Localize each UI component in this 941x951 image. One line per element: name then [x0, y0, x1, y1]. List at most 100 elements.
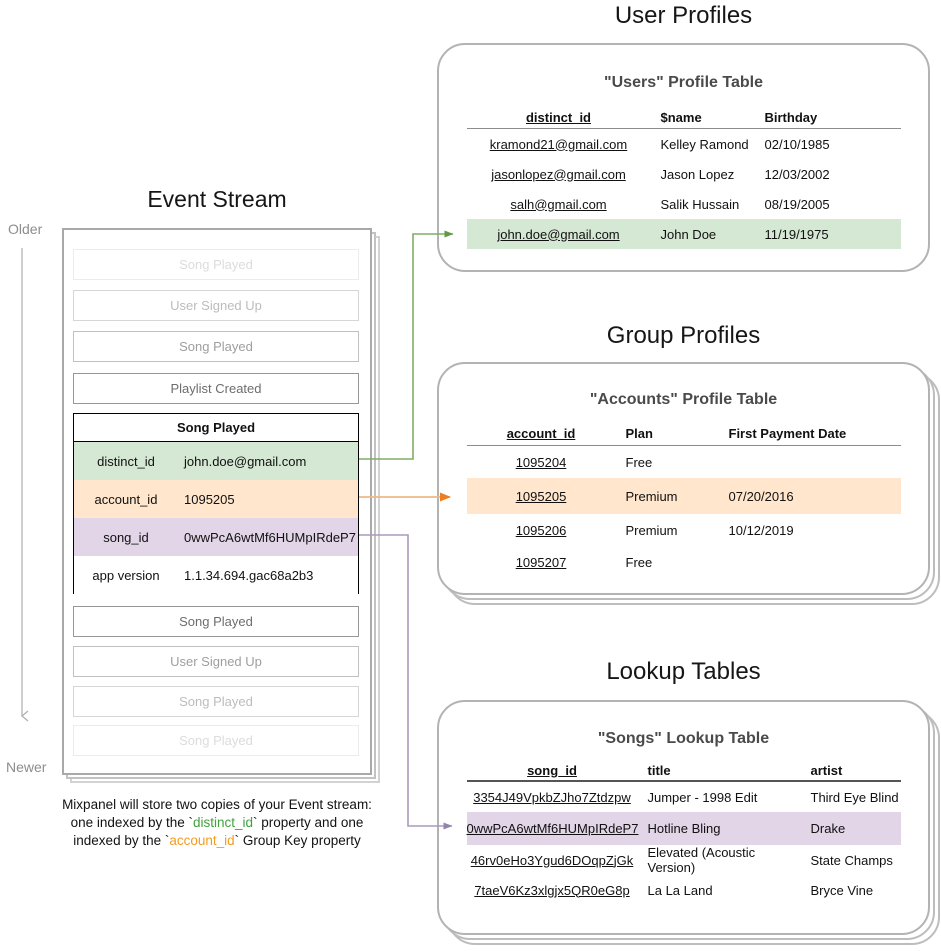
footnote-line2: one indexed by the ` [70, 815, 193, 830]
song-id-cell: 3354J49VpkbZJho7Ztdzpw [473, 789, 631, 805]
distinct-id-cell: kramond21@gmail.com [489, 136, 628, 152]
footnote-line2-end: ` property and one [253, 815, 364, 830]
birthday-cell: 08/19/2005 [764, 196, 830, 212]
name-cell: Jason Lopez [660, 166, 735, 182]
song-id-cell: 46rv0eHo3Ygud6DOqpZjGk [470, 852, 634, 868]
footnote-line3-end: ` Group Key property [234, 833, 361, 848]
name-cell: Kelley Ramond [660, 136, 749, 152]
table-row: kramond21@gmail.com Kelley Ramond 02/10/… [467, 129, 901, 159]
song-id-cell: 7taeV6Kz3xlgjx5QR0eG8p [474, 882, 630, 898]
event-item: Playlist Created [73, 373, 359, 404]
distinct-id-code: distinct_id [192, 815, 254, 830]
users-profile-card: "Users" Profile Table distinct_id $name … [437, 43, 930, 272]
column-header-account-id: account_id [506, 426, 576, 441]
event-item: Song Played [73, 249, 359, 280]
distinct-id-cell: john.doe@gmail.com [497, 226, 620, 242]
table-row-highlighted-purple: 0wwPcA6wtMf6HUMpIRdeP7 Hotline Bling Dra… [466, 812, 901, 845]
event-item: User Signed Up [73, 646, 359, 677]
songs-lookup-card: "Songs" Lookup Table song_id title artis… [437, 700, 930, 935]
column-header-song-id: song_id [527, 762, 577, 778]
event-item: Song Played [73, 331, 359, 362]
property-key: app version [92, 567, 160, 583]
lookup-tables-heading: Lookup Tables [606, 658, 761, 685]
event-item: Song Played [73, 606, 359, 637]
table-row: 1095207 Free [467, 546, 901, 578]
property-row-app-version: app version 1.1.34.694.gac68a2b3 [74, 556, 358, 594]
focused-event-name: Song Played [74, 414, 358, 442]
account-id-cell: 1095207 [515, 554, 567, 570]
account-id-cell: 1095205 [515, 488, 567, 504]
artist-cell: Bryce Vine [810, 882, 874, 898]
table-row-highlighted-orange: 1095205 Premium 07/20/2016 [466, 478, 901, 514]
group-profiles-heading: Group Profiles [606, 322, 761, 349]
account-id-cell: 1095206 [515, 522, 567, 538]
table-row: 7taeV6Kz3xlgjx5QR0eG8p La La Land Bryce … [467, 875, 901, 905]
table-row: 46rv0eHo3Ygud6DOqpZjGk Elevated (Acousti… [467, 845, 901, 875]
table-row: 3354J49VpkbZJho7Ztdzpw Jumper - 1998 Edi… [467, 782, 901, 812]
column-header-title: title [647, 762, 671, 778]
property-row-song-id: song_id 0wwPcA6wtMf6HUMpIRdeP7 [74, 518, 358, 556]
older-label: Older [8, 221, 43, 237]
column-header-birthday: Birthday [764, 109, 818, 125]
plan-cell: Premium [625, 522, 678, 538]
title-cell: Hotline Bling [647, 821, 721, 836]
property-value: 1.1.34.694.gac68a2b3 [184, 567, 314, 583]
table-row: 1095206 Premium 10/12/2019 [467, 514, 901, 546]
plan-cell: Premium [625, 488, 678, 504]
plan-cell: Free [625, 454, 653, 470]
birthday-cell: 02/10/1985 [764, 136, 830, 152]
property-value: 0wwPcA6wtMf6HUMpIRdeP7 [184, 529, 356, 545]
users-table: distinct_id $name Birthday kramond21@gma… [466, 106, 901, 249]
first-payment-cell: 07/20/2016 [728, 488, 794, 504]
table-row-highlighted-green: john.doe@gmail.com John Doe 11/19/1975 [466, 219, 901, 249]
name-cell: John Doe [660, 226, 717, 242]
event-item: Song Played [73, 725, 359, 756]
songs-table-title: "Songs" Lookup Table [597, 730, 770, 747]
accounts-table-title: "Accounts" Profile Table [589, 391, 778, 408]
property-key: song_id [103, 529, 149, 545]
newer-label: Newer [6, 759, 47, 775]
focused-event-card: Song Played distinct_id john.doe@gmail.c… [73, 413, 359, 594]
footnote-line3: indexed by the ` [73, 833, 170, 848]
artist-cell: State Champs [810, 852, 893, 868]
name-cell: Salik Hussain [660, 196, 740, 212]
property-value: 1095205 [184, 491, 235, 507]
birthday-cell: 11/19/1975 [764, 226, 829, 242]
accounts-table: account_id Plan First Payment Date 10952… [466, 422, 901, 578]
account-id-cell: 1095204 [515, 454, 567, 470]
property-row-distinct-id: distinct_id john.doe@gmail.com [74, 442, 358, 480]
plan-cell: Free [625, 554, 653, 570]
title-cell: Elevated (Acoustic Version) [647, 845, 756, 875]
column-header-artist: artist [810, 762, 843, 778]
song-id-cell: 0wwPcA6wtMf6HUMpIRdeP7 [466, 821, 639, 836]
footnote: Mixpanel will store two copies of your E… [21, 796, 413, 850]
table-row: 1095204 Free [467, 446, 901, 478]
distinct-id-cell: salh@gmail.com [510, 196, 607, 212]
footnote-line1: Mixpanel will store two copies of your E… [62, 797, 372, 812]
first-payment-cell: 10/12/2019 [728, 522, 794, 538]
birthday-cell: 12/03/2002 [764, 166, 830, 182]
artist-cell: Third Eye Blind [810, 789, 899, 805]
property-key: account_id [94, 491, 158, 507]
songs-table: song_id title artist 3354J49VpkbZJho7Ztd… [466, 760, 901, 905]
event-stream-box: Song Played User Signed Up Song Played P… [62, 228, 372, 775]
accounts-table-header: account_id Plan First Payment Date [466, 422, 901, 446]
event-item: User Signed Up [73, 290, 359, 321]
users-table-header: distinct_id $name Birthday [466, 106, 901, 129]
event-stream-heading: Event Stream [147, 186, 287, 212]
title-cell: La La Land [647, 882, 713, 898]
account-id-code: account_id [169, 833, 235, 848]
table-row: jasonlopez@gmail.com Jason Lopez 12/03/2… [467, 159, 901, 189]
title-cell: Jumper - 1998 Edit [647, 789, 758, 805]
property-key: distinct_id [97, 453, 155, 469]
user-profiles-heading: User Profiles [614, 2, 753, 29]
artist-cell: Drake [810, 821, 846, 836]
column-header-name: $name [660, 109, 702, 125]
event-item: Song Played [73, 686, 359, 717]
songs-table-header: song_id title artist [466, 760, 901, 782]
table-row: salh@gmail.com Salik Hussain 08/19/2005 [467, 189, 901, 219]
accounts-profile-card: "Accounts" Profile Table account_id Plan… [437, 362, 930, 595]
property-row-account-id: account_id 1095205 [74, 480, 358, 518]
property-value: john.doe@gmail.com [184, 453, 307, 469]
column-header-distinct-id: distinct_id [525, 109, 591, 125]
